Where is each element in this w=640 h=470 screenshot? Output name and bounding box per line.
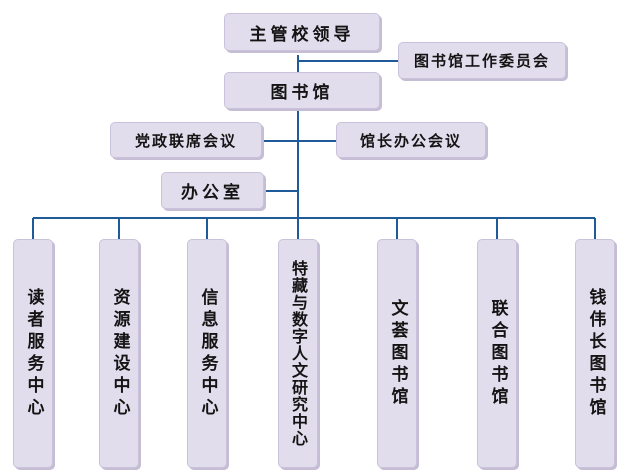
department-box-6: 联合图书馆	[477, 239, 517, 468]
department-box-4: 特藏与数字人文研究中心	[278, 239, 318, 468]
department-box-3: 信息服务中心	[187, 239, 227, 468]
department-box-1: 读者服务中心	[13, 239, 53, 468]
library-box: 图书馆	[224, 72, 380, 109]
department-label-6: 联合图书馆	[487, 298, 508, 409]
office-label: 办公室	[181, 183, 244, 203]
committee-label: 图书馆工作委员会	[413, 52, 550, 70]
department-label-3: 信息服务中心	[197, 287, 218, 420]
top-leader-box: 主管校领导	[224, 13, 380, 51]
party-meeting-label: 党政联席会议	[134, 131, 237, 150]
department-box-2: 资源建设中心	[99, 239, 139, 468]
department-label-1: 读者服务中心	[23, 287, 44, 420]
department-label-2: 资源建设中心	[109, 287, 130, 420]
department-box-5: 文荟图书馆	[377, 239, 417, 468]
department-box-7: 钱伟长图书馆	[575, 239, 615, 468]
party-meeting-box: 党政联席会议	[110, 122, 262, 158]
director-meeting-label: 馆长办公会议	[359, 131, 462, 150]
department-label-7: 钱伟长图书馆	[585, 287, 606, 420]
top-leader-label: 主管校领导	[249, 24, 355, 45]
department-label-5: 文荟图书馆	[387, 298, 408, 409]
library-label: 图书馆	[270, 83, 334, 103]
director-meeting-box: 馆长办公会议	[336, 122, 486, 158]
committee-box: 图书馆工作委员会	[398, 42, 566, 79]
department-label-4: 特藏与数字人文研究中心	[289, 260, 308, 447]
office-box: 办公室	[161, 172, 264, 209]
